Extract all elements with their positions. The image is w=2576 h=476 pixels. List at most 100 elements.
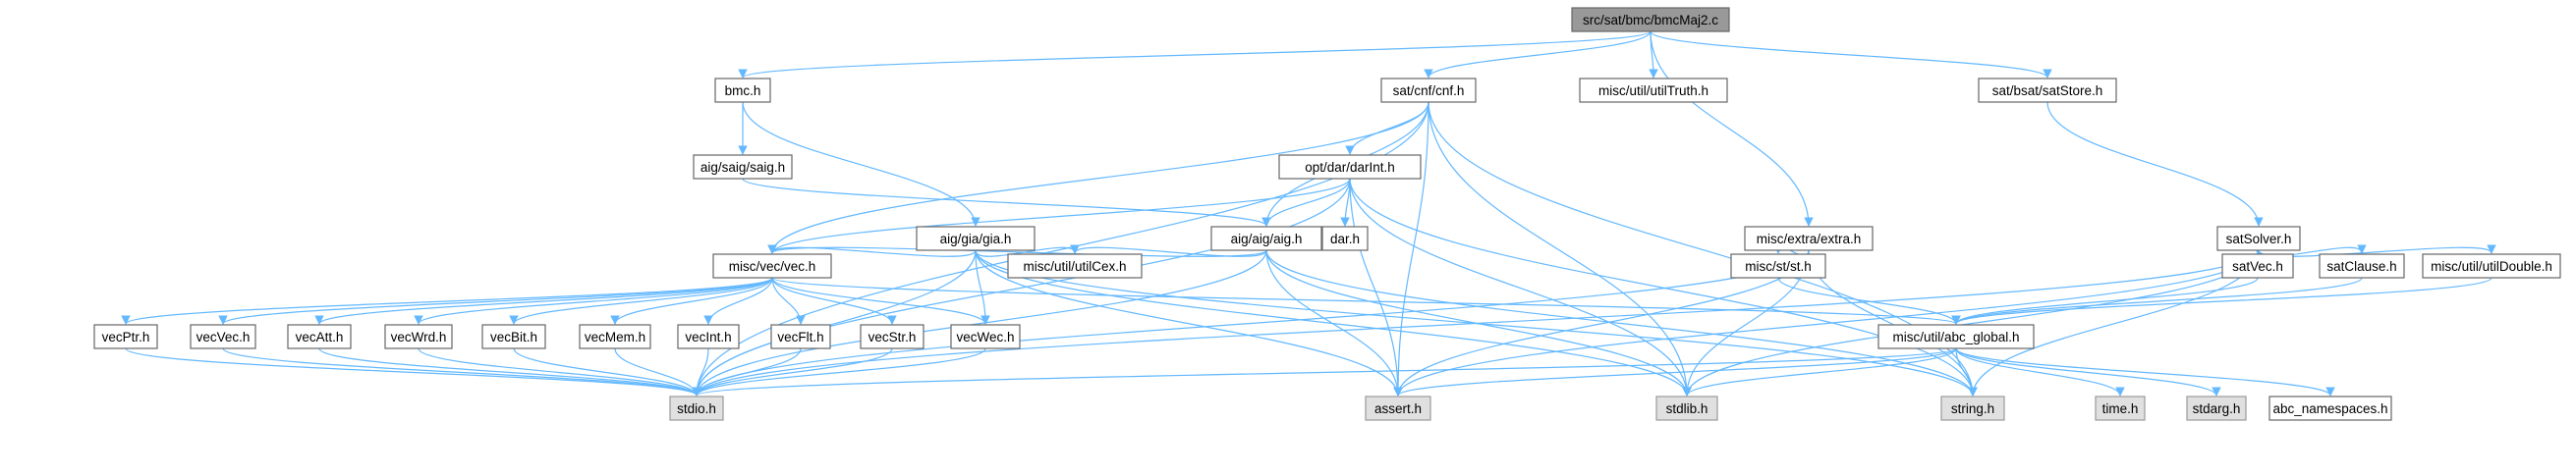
node-label: vecFlt.h xyxy=(777,330,823,344)
node-gia[interactable]: aig/gia/gia.h xyxy=(916,226,1036,251)
edge-vec-vecflt xyxy=(771,277,806,325)
node-assert: assert.h xyxy=(1365,396,1431,421)
node-time: time.h xyxy=(2095,396,2146,421)
edge-darint-aig xyxy=(1261,178,1351,227)
node-label: sat/cnf/cnf.h xyxy=(1393,83,1465,98)
edge-vecwrd-stdio xyxy=(418,347,701,397)
node-abcns[interactable]: abc_namespaces.h xyxy=(2268,396,2392,421)
node-vecint[interactable]: vecInt.h xyxy=(677,324,740,349)
node-label: vecBit.h xyxy=(490,330,537,344)
edge-vec-vecwrd xyxy=(414,277,773,325)
edge-satsolver-string xyxy=(1968,249,2260,397)
node-label: string.h xyxy=(1951,401,1994,416)
node-vecbit[interactable]: vecBit.h xyxy=(481,324,546,349)
node-label: time.h xyxy=(2102,401,2139,416)
node-satstore[interactable]: sat/bsat/satStore.h xyxy=(1978,78,2117,103)
node-label: stdlib.h xyxy=(1666,401,1708,416)
node-label: satSolver.h xyxy=(2226,232,2292,246)
node-vecstr[interactable]: vecStr.h xyxy=(860,324,924,349)
edge-vec-vecmem xyxy=(610,277,773,325)
edge-root-bmc xyxy=(738,30,1652,79)
edge-aig-assert xyxy=(1265,249,1403,397)
node-label: aig/aig/aig.h xyxy=(1231,232,1303,246)
edge-abcglobal-stdlib xyxy=(1682,347,1957,397)
edge-vec-vecvec xyxy=(218,277,773,325)
edge-cnf-darint xyxy=(1345,101,1429,155)
edge-satsolver-assert xyxy=(1393,249,2260,397)
edge-vecatt-stdio xyxy=(318,347,701,397)
edge-darint-stdlib xyxy=(1349,178,1692,397)
node-label: aig/saig/saig.h xyxy=(700,160,785,175)
node-abcglobal[interactable]: misc/util/abc_global.h xyxy=(1877,324,2035,349)
node-label: vecPtr.h xyxy=(102,330,150,344)
edge-aig-utilcex xyxy=(1070,244,1267,257)
edge-abcglobal-time xyxy=(1955,347,2125,397)
node-label: bmc.h xyxy=(725,83,761,98)
node-satclause[interactable]: satClause.h xyxy=(2319,253,2405,279)
node-utildouble[interactable]: misc/util/utilDouble.h xyxy=(2422,253,2561,279)
node-root[interactable]: src/sat/bmc/bmcMaj2.c xyxy=(1571,7,1730,32)
edge-cnf-vec xyxy=(767,101,1429,254)
node-satvec[interactable]: satVec.h xyxy=(2221,253,2294,279)
edge-cnf-stdlib xyxy=(1428,101,1692,397)
edge-aig-vec xyxy=(767,244,1267,257)
edge-st-abcglobal xyxy=(1777,277,1961,325)
edge-aig-string xyxy=(1265,249,1978,397)
node-layer: src/sat/bmc/bmcMaj2.c bmc.h sat/cnf/cnf.… xyxy=(93,7,2561,421)
node-stdio: stdio.h xyxy=(669,396,724,421)
edge-root-cnf xyxy=(1424,30,1652,79)
node-label: vecWrd.h xyxy=(391,330,447,344)
node-label: sat/bsat/satStore.h xyxy=(1992,83,2103,98)
node-dar[interactable]: dar.h xyxy=(1321,226,1369,251)
node-saig[interactable]: aig/saig/saig.h xyxy=(693,154,793,180)
node-vecwrd[interactable]: vecWrd.h xyxy=(384,324,453,349)
node-aig[interactable]: aig/aig/aig.h xyxy=(1210,226,1322,251)
edge-satstore-satsolver xyxy=(2046,101,2264,227)
edge-layer xyxy=(121,30,2496,397)
node-vecptr[interactable]: vecPtr.h xyxy=(93,324,158,349)
node-extra[interactable]: misc/extra/extra.h xyxy=(1744,226,1874,251)
edge-vec-vecbit xyxy=(509,277,773,325)
edge-darint-stdio xyxy=(692,178,1351,397)
node-label: assert.h xyxy=(1374,401,1422,416)
edge-satvec-abcglobal xyxy=(1951,277,2259,325)
node-st[interactable]: misc/st/st.h xyxy=(1730,253,1826,279)
edge-abcglobal-string xyxy=(1955,347,1978,397)
node-label: vecInt.h xyxy=(685,330,731,344)
node-stdarg: stdarg.h xyxy=(2186,396,2247,421)
edge-abcglobal-stdarg xyxy=(1955,347,2221,397)
node-vecwec[interactable]: vecWec.h xyxy=(950,324,1021,349)
edge-vecptr-stdio xyxy=(125,347,701,397)
node-bmc[interactable]: bmc.h xyxy=(714,78,771,103)
node-darint[interactable]: opt/dar/darInt.h xyxy=(1278,154,1422,180)
node-label: misc/vec/vec.h xyxy=(729,259,816,274)
node-label: opt/dar/darInt.h xyxy=(1305,160,1395,175)
node-stdlib: stdlib.h xyxy=(1655,396,1718,421)
node-label: misc/extra/extra.h xyxy=(1757,232,1862,246)
node-label: aig/gia/gia.h xyxy=(940,232,1012,246)
node-vec[interactable]: misc/vec/vec.h xyxy=(712,253,832,279)
edge-satclause-abcglobal xyxy=(1951,277,2363,325)
edge-vecvec-stdio xyxy=(222,347,701,397)
edge-cnf-assert xyxy=(1393,101,1429,397)
node-satsolver[interactable]: satSolver.h xyxy=(2216,226,2301,251)
edge-vec-vecptr xyxy=(121,277,773,325)
edge-vecstr-stdio xyxy=(692,347,893,397)
node-vecvec[interactable]: vecVec.h xyxy=(190,324,256,349)
edge-vec-abcglobal xyxy=(771,277,1961,325)
edge-abcglobal-assert xyxy=(1393,347,1957,397)
node-label: stdio.h xyxy=(677,401,716,416)
node-vecmem[interactable]: vecMem.h xyxy=(579,324,651,349)
node-cnf[interactable]: sat/cnf/cnf.h xyxy=(1380,78,1477,103)
node-vecatt[interactable]: vecAtt.h xyxy=(287,324,352,349)
node-vecflt[interactable]: vecFlt.h xyxy=(770,324,831,349)
edge-darint-assert xyxy=(1349,178,1403,397)
edge-vec-vecwec xyxy=(771,277,990,325)
node-utilcex[interactable]: misc/util/utilCex.h xyxy=(1007,253,1143,279)
node-label: misc/util/utilTruth.h xyxy=(1598,83,1708,98)
edge-abcglobal-stdio xyxy=(692,347,1957,397)
node-label: abc_namespaces.h xyxy=(2272,401,2387,416)
node-utiltruth[interactable]: misc/util/utilTruth.h xyxy=(1579,78,1728,103)
node-label: vecVec.h xyxy=(196,330,251,344)
